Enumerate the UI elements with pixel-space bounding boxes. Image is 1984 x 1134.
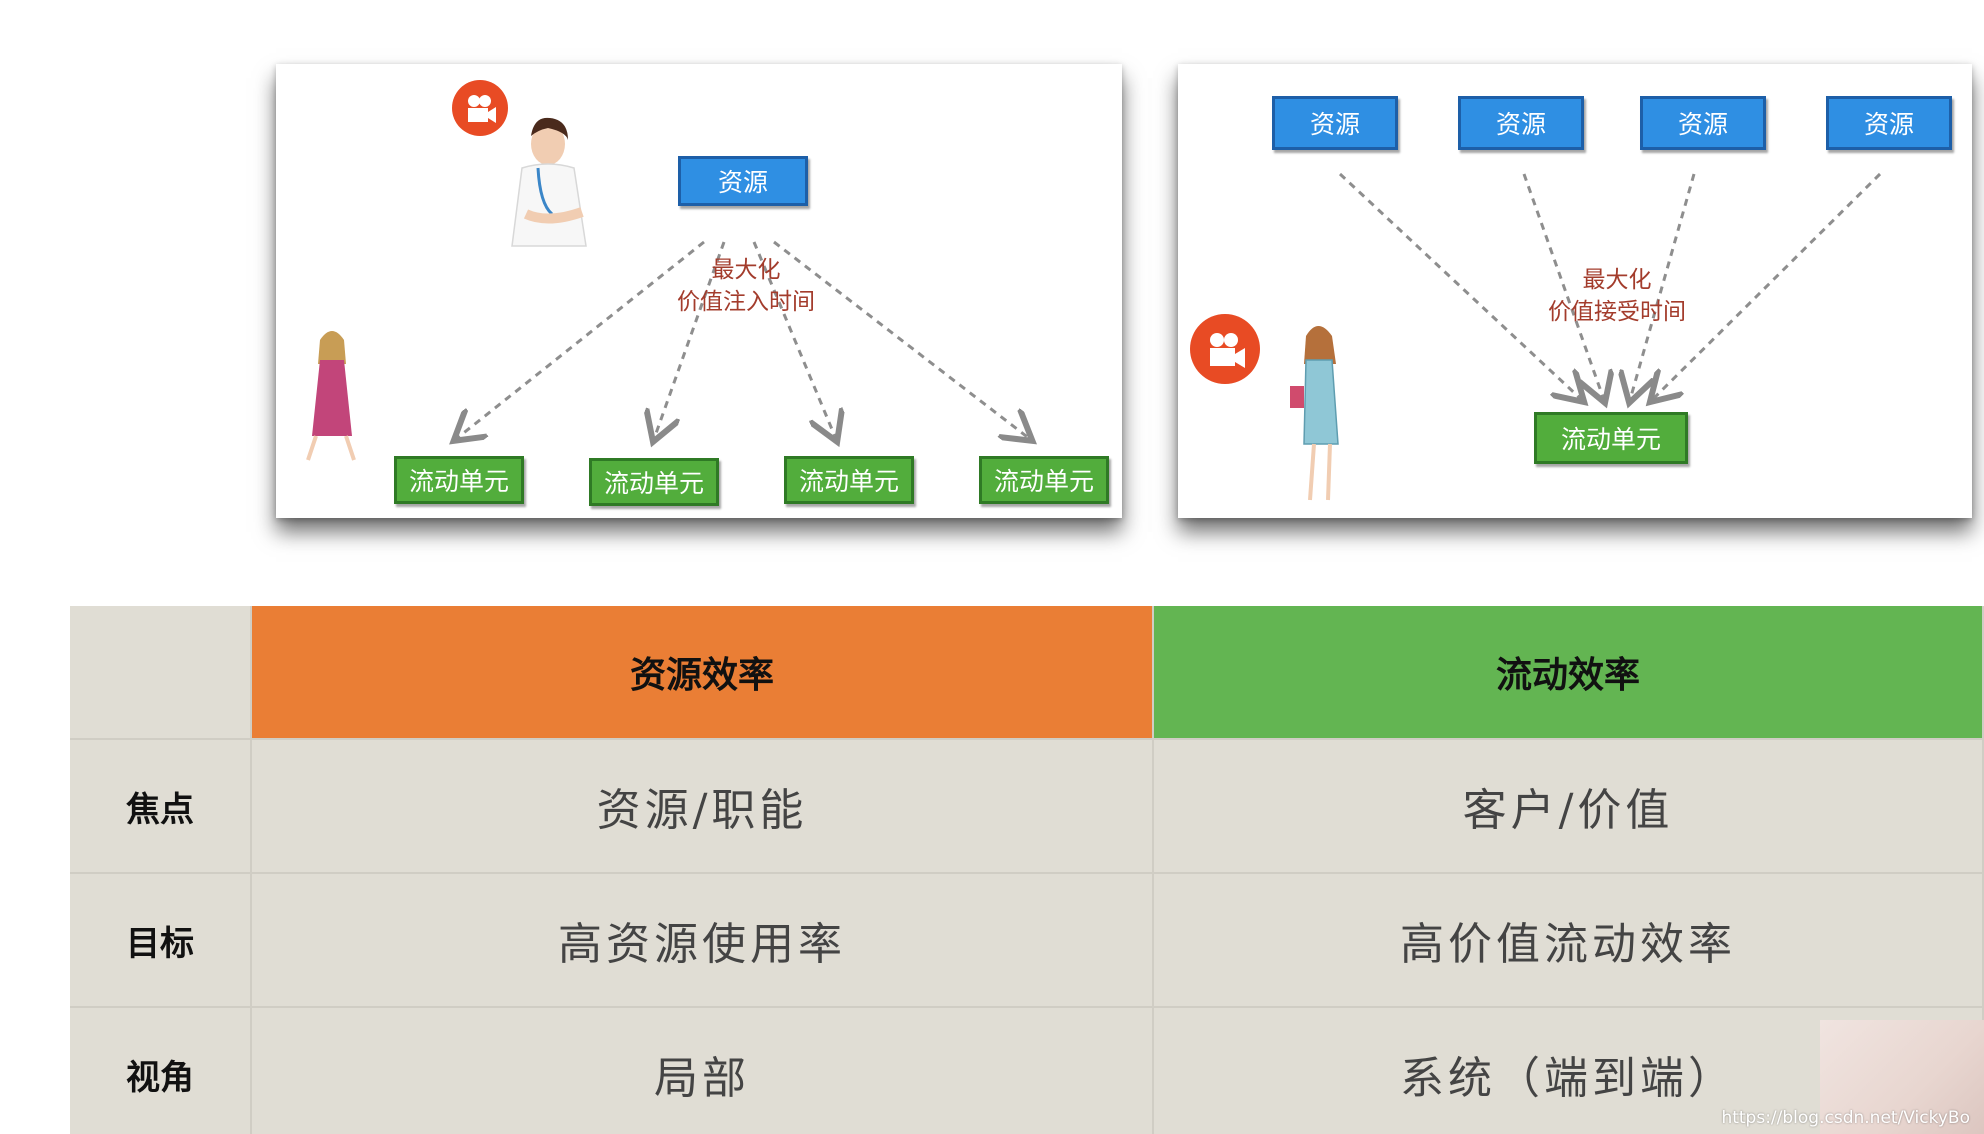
flow-unit-box-3: 流动单元 [784, 456, 914, 504]
resource-box-3: 资源 [1640, 96, 1766, 150]
video-camera-glyph [468, 95, 496, 123]
resource-box-4: 资源 [1826, 96, 1952, 150]
table-cell-focus-flow: 客户/价值 [1154, 740, 1984, 874]
resource-label: 资源 [1309, 110, 1360, 139]
flow-unit-label: 流动单元 [408, 467, 509, 496]
left-caption: 最大化 价值注入时间 [646, 254, 846, 318]
cell-value: 客户/价值 [1462, 785, 1674, 836]
row-label: 焦点 [126, 789, 194, 830]
arrow-from-resource-1 [1338, 172, 1582, 400]
row-label: 视角 [126, 1057, 194, 1098]
flow-unit-label: 流动单元 [603, 469, 704, 498]
cell-value: 系统（端到端） [1400, 1053, 1736, 1104]
resource-label: 资源 [1863, 110, 1914, 139]
table-corner-cell [70, 606, 252, 740]
right-caption-line2: 价值接受时间 [1548, 299, 1686, 325]
arrow-to-unit-4 [773, 240, 1030, 439]
table-row-label-perspective: 视角 [70, 1008, 252, 1134]
resource-label: 资源 [1495, 110, 1546, 139]
right-arrows [1290, 172, 1882, 501]
flow-unit-label: 流动单元 [1560, 425, 1661, 454]
arrow-from-resource-3 [1630, 173, 1696, 400]
right-caption-line1: 最大化 [1582, 267, 1652, 293]
arrow-from-resource-2 [1522, 173, 1604, 400]
left-caption-line1: 最大化 [711, 257, 781, 283]
resource-box-2: 资源 [1458, 96, 1584, 150]
flow-unit-box-4: 流动单元 [979, 456, 1109, 504]
cell-value: 高价值流动效率 [1400, 919, 1736, 970]
resource-label: 资源 [1677, 110, 1728, 139]
header-resource-efficiency-label: 资源效率 [629, 655, 774, 696]
left-arrows [306, 117, 1122, 461]
resource-efficiency-diagram: 资源 最大化 价值注入时间 流动单元 流动单元 流动单元 流动单元 [276, 64, 1122, 518]
header-resource-efficiency: 资源效率 [252, 606, 1154, 740]
flow-unit-box-2: 流动单元 [589, 458, 719, 506]
header-flow-efficiency: 流动效率 [1154, 606, 1984, 740]
table-cell-goal-flow: 高价值流动效率 [1154, 874, 1984, 1008]
watermark: https://blog.csdn.net/VickyBo [1721, 1108, 1970, 1128]
flow-unit-label: 流动单元 [798, 467, 899, 496]
comparison-table: 资源效率 流动效率 焦点 资源/职能 客户/价值 目标 高资源使用率 高价值流动… [70, 606, 1984, 1134]
right-caption: 最大化 价值接受时间 [1512, 264, 1722, 328]
doctor-illustration [511, 117, 587, 247]
video-camera-icon [1190, 314, 1260, 384]
cell-value: 资源/职能 [596, 785, 808, 836]
header-flow-efficiency-label: 流动效率 [1495, 655, 1640, 696]
arrow-to-unit-2 [654, 241, 726, 439]
table-row-label-focus: 焦点 [70, 740, 252, 874]
flow-unit-box-1: 流动单元 [394, 456, 524, 504]
left-caption-line2: 价值注入时间 [677, 289, 815, 315]
resource-label: 资源 [717, 168, 768, 197]
table-cell-focus-resource: 资源/职能 [252, 740, 1154, 874]
table-cell-perspective-resource: 局部 [252, 1008, 1154, 1134]
flow-unit-label: 流动单元 [993, 467, 1094, 496]
video-camera-glyph [1210, 333, 1245, 368]
row-label: 目标 [126, 923, 194, 964]
table-row-label-goal: 目标 [70, 874, 252, 1008]
arrow-from-resource-4 [1652, 172, 1882, 400]
arrow-to-unit-1 [456, 240, 705, 439]
customer-illustration [1290, 326, 1339, 501]
video-overlay-thumbnail [1820, 1020, 1984, 1134]
cell-value: 高资源使用率 [558, 919, 846, 970]
flow-unit-box: 流动单元 [1534, 412, 1688, 464]
video-camera-icon [452, 80, 508, 136]
resource-box: 资源 [678, 156, 808, 206]
table-cell-goal-resource: 高资源使用率 [252, 874, 1154, 1008]
cell-value: 局部 [654, 1053, 750, 1104]
flow-efficiency-diagram: 资源 资源 资源 资源 最大化 价值接受时间 流动单元 [1178, 64, 1972, 518]
patient-illustration [306, 331, 356, 461]
arrow-to-unit-3 [752, 241, 836, 439]
resource-box-1: 资源 [1272, 96, 1398, 150]
table-cell-perspective-flow: 系统（端到端） [1154, 1008, 1984, 1134]
